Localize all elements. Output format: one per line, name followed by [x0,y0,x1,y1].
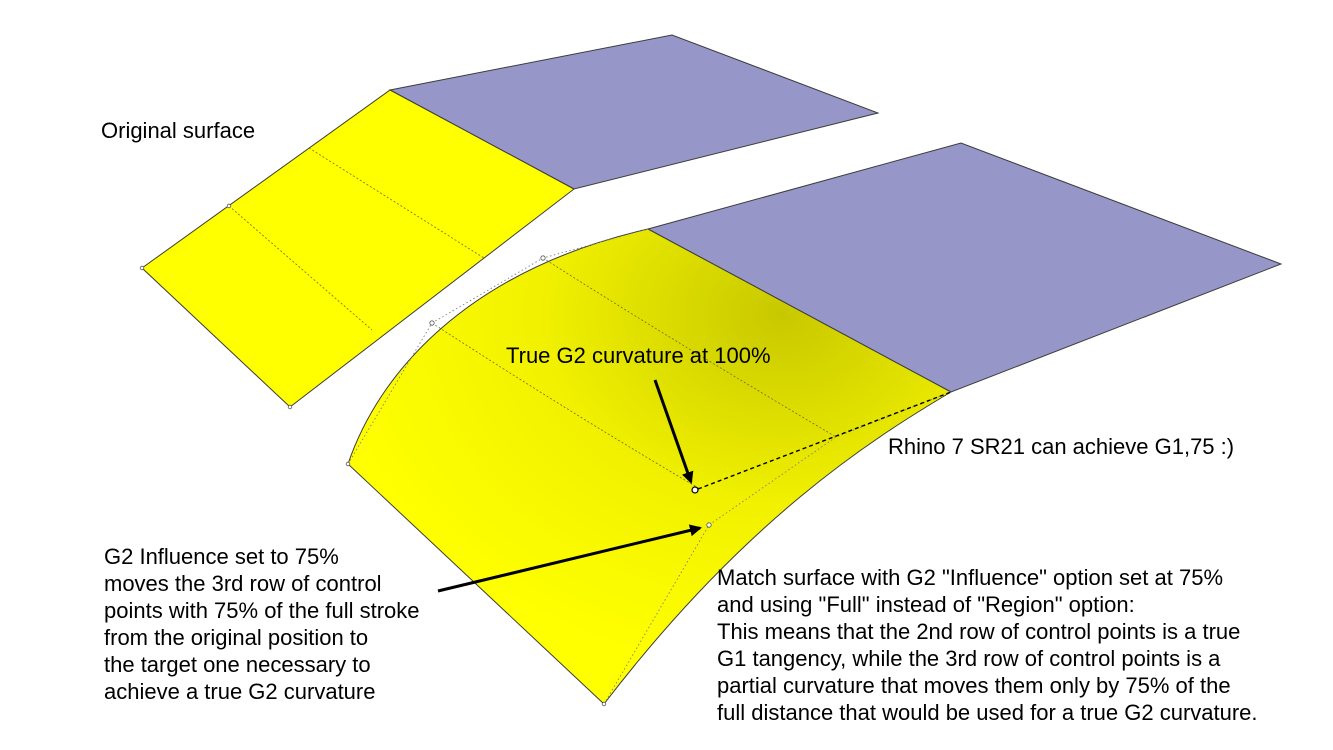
influence-note-label: G2 Influence set to 75% moves the 3rd ro… [104,544,420,704]
control-polygon [347,228,952,705]
true-g2-arrow [653,379,694,484]
original-yellow-surface [141,89,575,408]
true-g2-label: True G2 curvature at 100% [506,343,771,368]
influence-arrow [437,524,702,593]
control-points [139,203,712,707]
original-isocurves [228,147,485,331]
g2-dashed-line [697,391,952,490]
original-surface-label: Original surface [101,118,256,143]
matched-isocurves [431,257,837,490]
match-note-label: Match surface with G2 "Influence" option… [717,565,1258,725]
rhino-note-label: Rhino 7 SR21 can achieve G1,75 :) [888,434,1235,459]
true-g2-point [691,486,699,494]
